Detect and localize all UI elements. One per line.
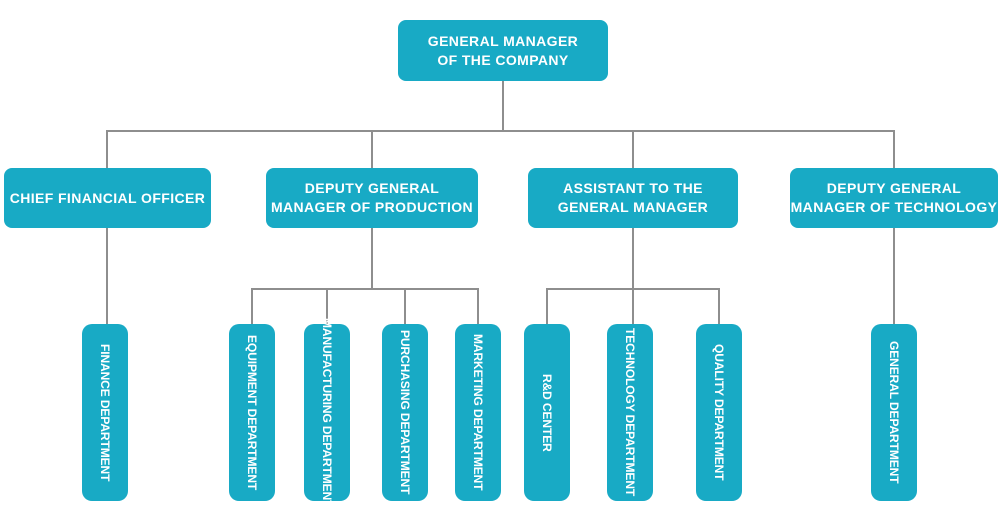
node-label: GENERAL MANAGER bbox=[557, 199, 709, 215]
node-general-department: GENERAL DEPARTMENT bbox=[871, 324, 917, 501]
node-label: MARKETING DEPARTMENT bbox=[471, 334, 485, 491]
connector-line bbox=[251, 288, 479, 290]
connector-line bbox=[371, 228, 373, 288]
connector-line bbox=[502, 81, 504, 130]
connector-line bbox=[546, 288, 548, 324]
node-label: DEPUTY GENERAL bbox=[826, 180, 962, 196]
node-label: PURCHASING DEPARTMENT bbox=[398, 330, 412, 495]
node-label: MANAGER OF PRODUCTION bbox=[270, 199, 474, 215]
connector-line bbox=[251, 288, 253, 324]
connector-line bbox=[893, 130, 895, 168]
connector-line bbox=[326, 288, 328, 324]
node-label: QUALITY DEPARTMENT bbox=[712, 344, 726, 481]
connector-line bbox=[106, 130, 895, 132]
node-rnd-center: R&D CENTER bbox=[524, 324, 570, 501]
node-marketing-department: MARKETING DEPARTMENT bbox=[455, 324, 501, 501]
connector-line bbox=[106, 228, 108, 324]
connector-line bbox=[632, 130, 634, 168]
node-label: DEPUTY GENERAL bbox=[304, 180, 440, 196]
node-deputy-gm-production: DEPUTY GENERAL MANAGER OF PRODUCTION bbox=[266, 168, 478, 228]
connector-line bbox=[718, 288, 720, 324]
node-label: FINANCE DEPARTMENT bbox=[98, 343, 112, 482]
node-quality-department: QUALITY DEPARTMENT bbox=[696, 324, 742, 501]
node-finance-department: FINANCE DEPARTMENT bbox=[82, 324, 128, 501]
node-deputy-gm-technology: DEPUTY GENERAL MANAGER OF TECHNOLOGY bbox=[790, 168, 998, 228]
node-label: R&D CENTER bbox=[540, 373, 554, 452]
node-label: GENERAL DEPARTMENT bbox=[887, 341, 901, 484]
connector-line bbox=[546, 288, 720, 290]
node-general-manager: GENERAL MANAGER OF THE COMPANY bbox=[398, 20, 608, 81]
connector-line bbox=[477, 288, 479, 324]
node-technology-department: TECHNOLOGY DEPARTMENT bbox=[607, 324, 653, 501]
connector-line bbox=[404, 288, 406, 324]
node-label: MANAGER OF TECHNOLOGY bbox=[790, 199, 998, 215]
node-chief-financial-officer: CHIEF FINANCIAL OFFICER bbox=[4, 168, 211, 228]
node-label: MANUFACTURING DEPARTMENT bbox=[320, 317, 334, 508]
node-label: TECHNOLOGY DEPARTMENT bbox=[623, 328, 637, 497]
node-assistant-general-manager: ASSISTANT TO THE GENERAL MANAGER bbox=[528, 168, 738, 228]
node-equipment-department: EQUIPMENT DEPARTMENT bbox=[229, 324, 275, 501]
connector-line bbox=[106, 130, 108, 168]
node-label: EQUIPMENT DEPARTMENT bbox=[245, 334, 259, 491]
connector-line bbox=[893, 228, 895, 324]
node-label: CHIEF FINANCIAL OFFICER bbox=[9, 189, 206, 206]
node-label: ASSISTANT TO THE bbox=[563, 180, 703, 196]
node-purchasing-department: PURCHASING DEPARTMENT bbox=[382, 324, 428, 501]
node-label: GENERAL MANAGER bbox=[427, 32, 579, 49]
node-manufacturing-department: MANUFACTURING DEPARTMENT bbox=[304, 318, 350, 507]
node-label: OF THE COMPANY bbox=[437, 51, 569, 68]
connector-line bbox=[371, 130, 373, 168]
connector-line bbox=[632, 228, 634, 324]
